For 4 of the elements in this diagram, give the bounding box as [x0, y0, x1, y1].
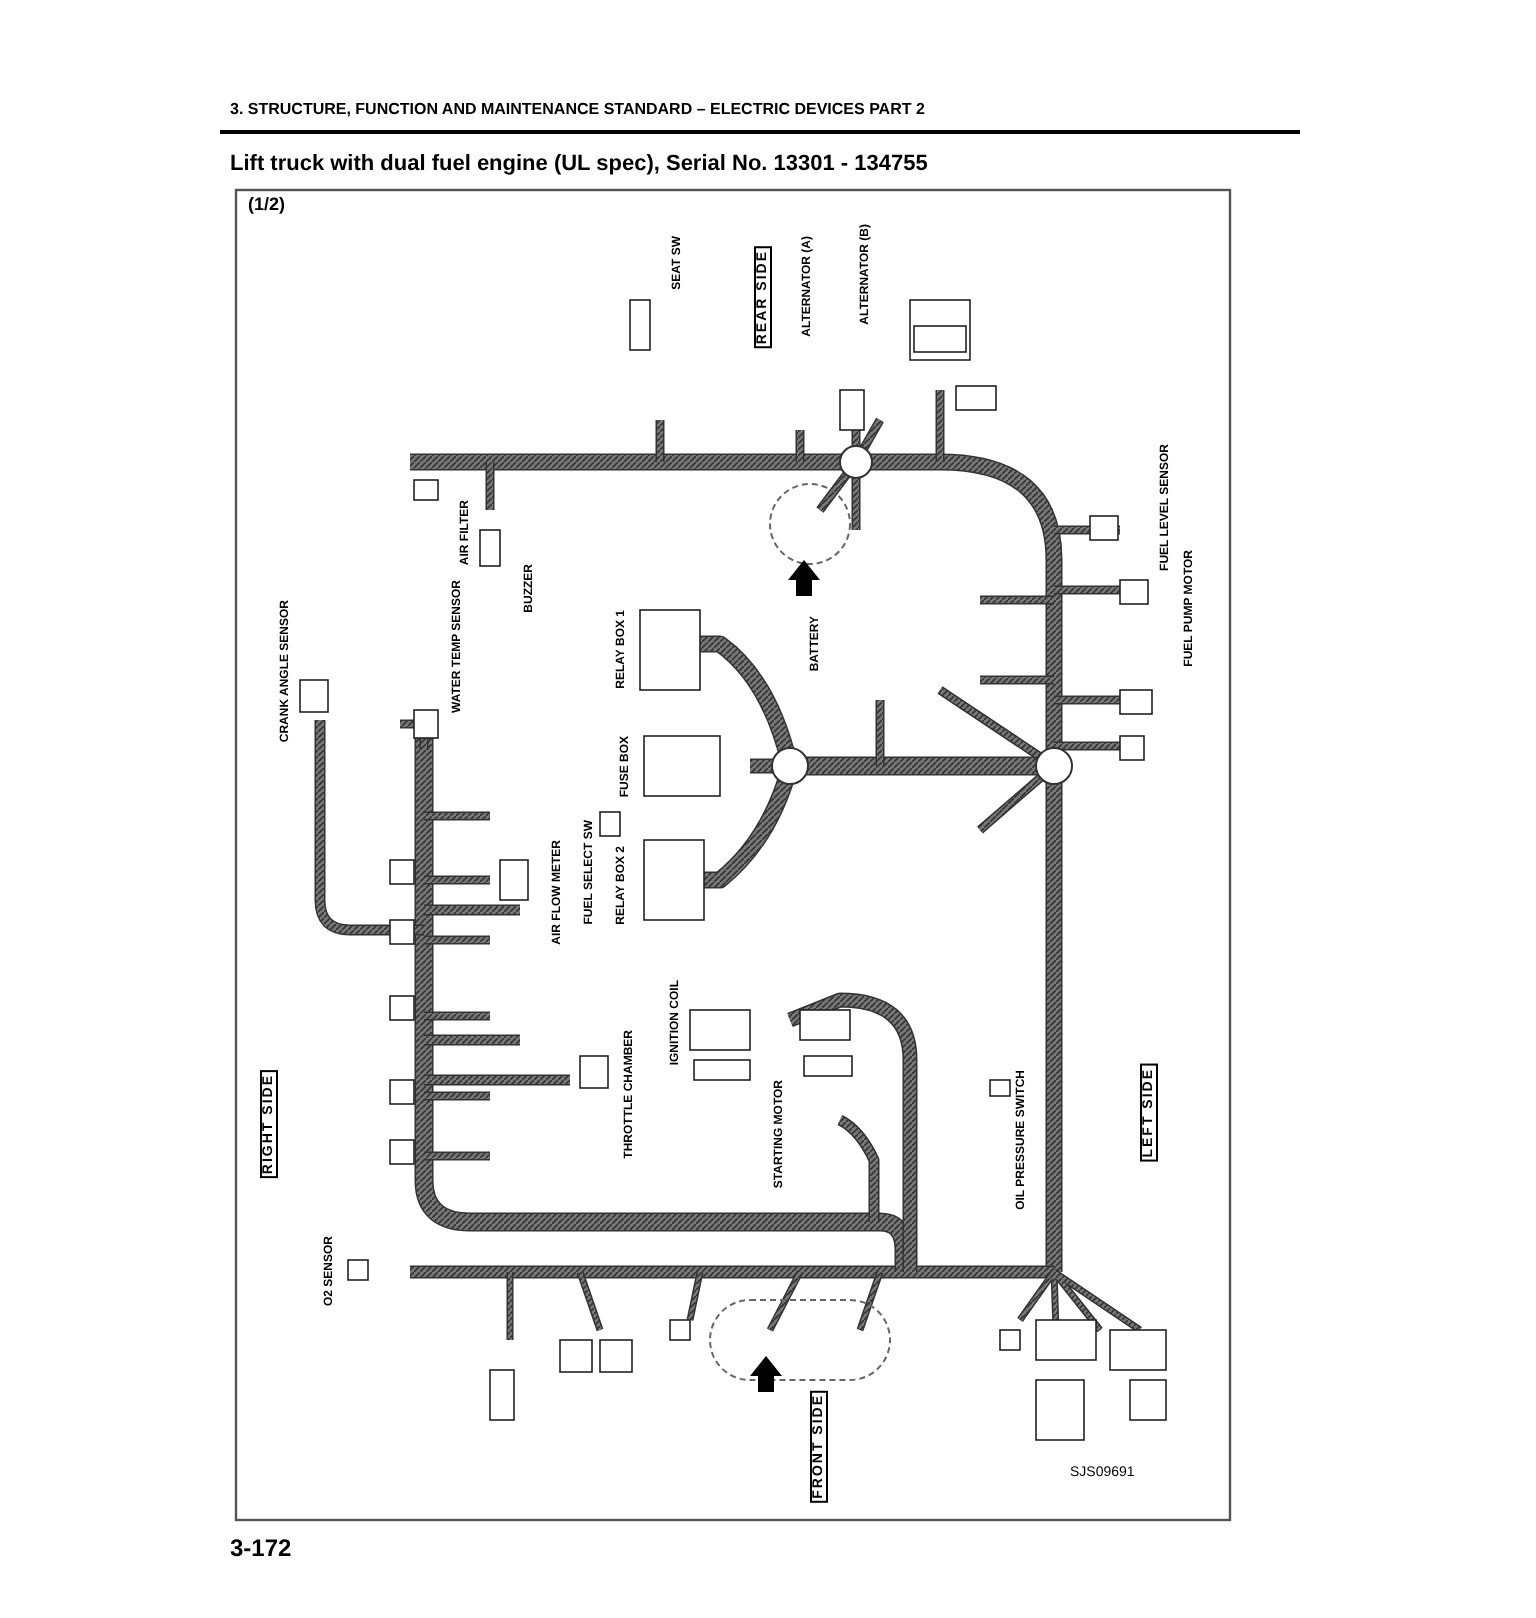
drawing-title: Lift truck with dual fuel engine (UL spec), Serial No. 13301 - 134755 [230, 152, 928, 176]
sheet-number: (1/2) [248, 194, 286, 214]
page-header: 3. STRUCTURE, FUNCTION AND MAINTENANCE STANDARD – ELECTRIC DEVICES PART 2 [230, 100, 925, 118]
page-number: 3-172 [230, 1534, 292, 1562]
